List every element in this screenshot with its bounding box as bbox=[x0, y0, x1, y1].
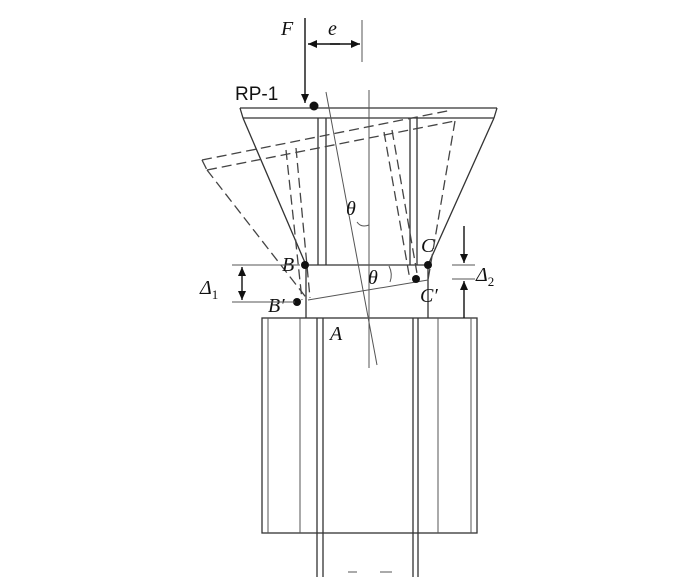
reference-point-marker bbox=[309, 101, 319, 111]
eccentricity-label: e bbox=[328, 18, 337, 40]
angle-label-bottom: θ bbox=[368, 267, 378, 289]
point-b-prime-label: B′ bbox=[268, 295, 285, 317]
delta2-dimension bbox=[452, 226, 475, 318]
angle-arc-top bbox=[356, 221, 370, 227]
point-c-label: C bbox=[421, 235, 435, 257]
axes bbox=[325, 90, 378, 368]
force-label: F bbox=[280, 18, 294, 40]
point-b-prime-marker bbox=[293, 298, 301, 306]
reference-point-label: RP-1 bbox=[235, 84, 278, 105]
angle-arc-bottom bbox=[388, 265, 392, 283]
delta1-label: Δ1 bbox=[199, 277, 218, 302]
inner-tube bbox=[305, 264, 429, 577]
angle-label-top: θ bbox=[346, 198, 356, 220]
delta1-dimension bbox=[232, 264, 300, 303]
deformed-loading-head bbox=[201, 109, 456, 301]
point-a-label: A bbox=[328, 323, 343, 345]
point-c-prime-marker bbox=[412, 275, 420, 283]
point-b-marker bbox=[301, 261, 309, 269]
point-c-marker bbox=[424, 261, 432, 269]
eccentricity-dimension bbox=[308, 20, 363, 62]
point-c-prime-label: C′ bbox=[420, 285, 438, 307]
delta2-label: Δ2 bbox=[475, 264, 494, 289]
